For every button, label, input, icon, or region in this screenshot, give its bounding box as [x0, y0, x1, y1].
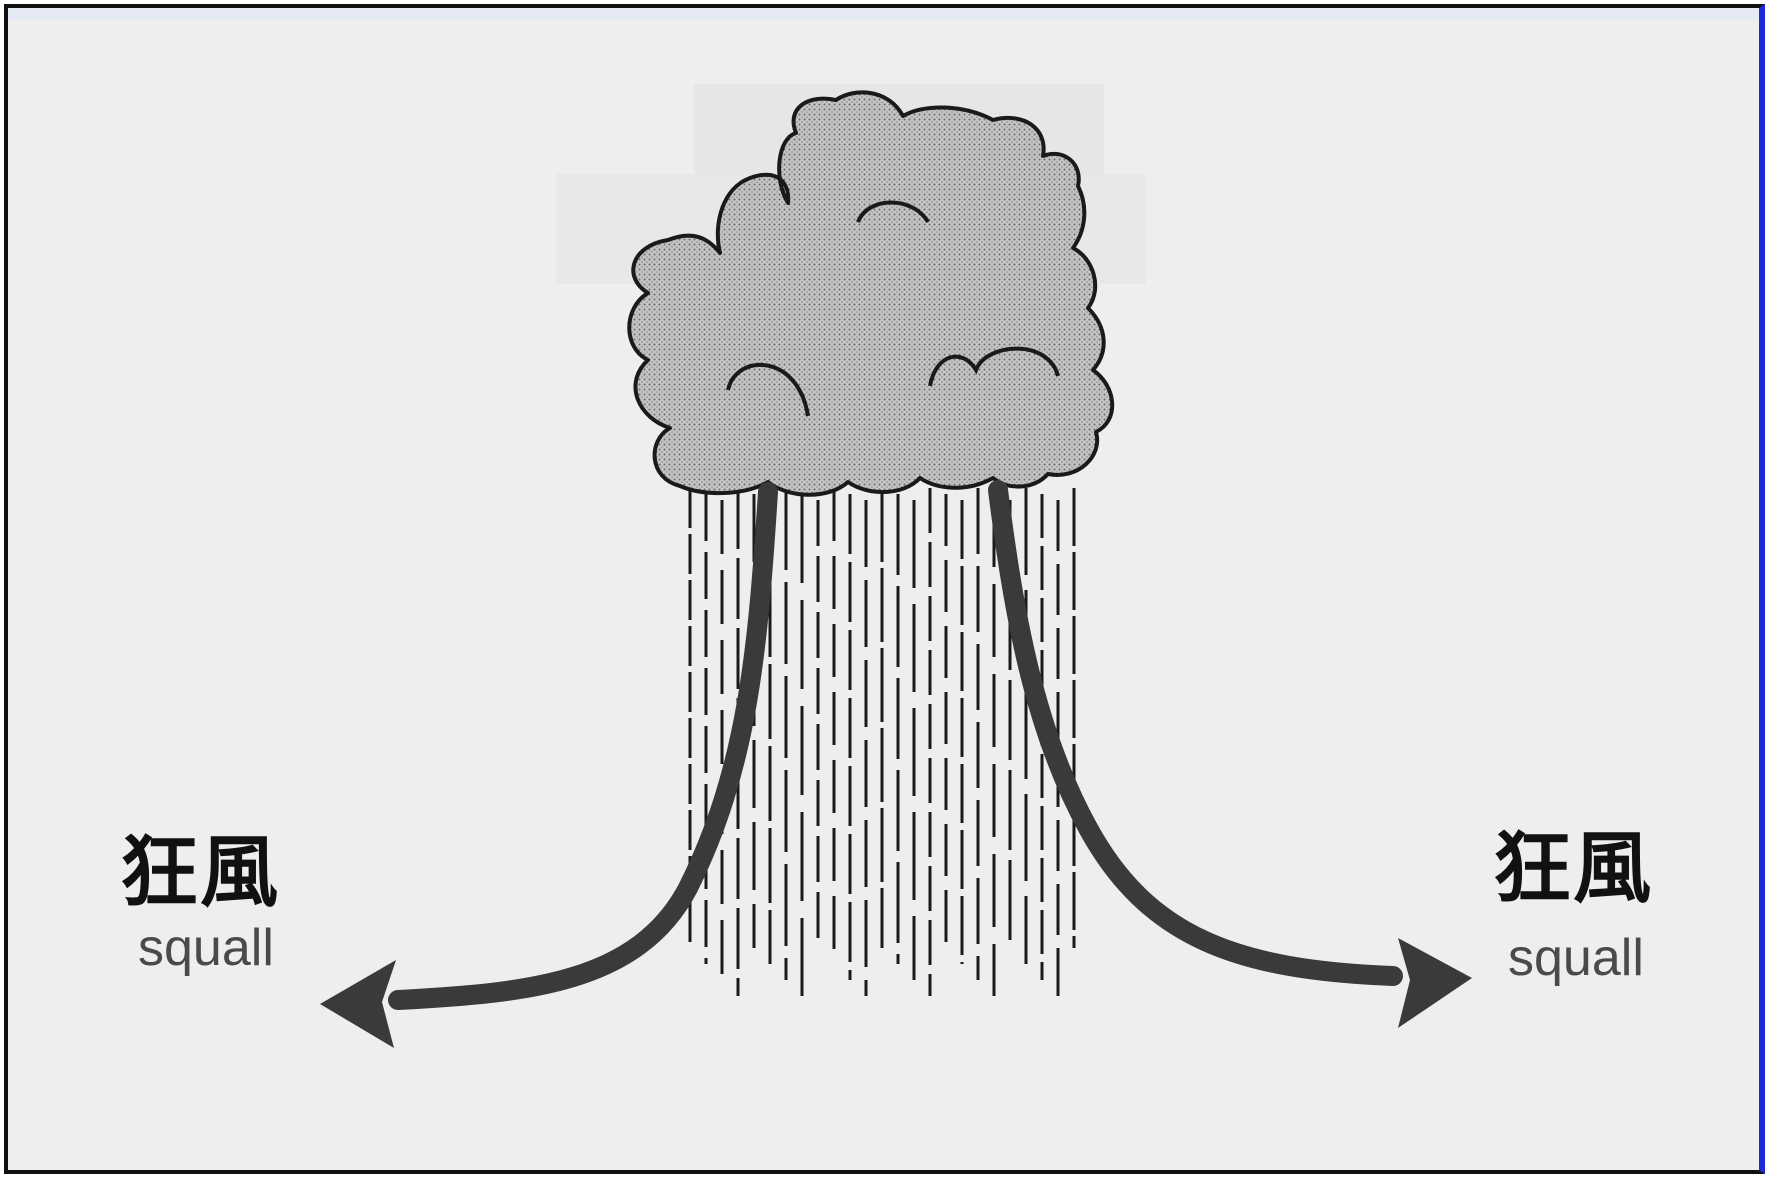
- left-arrowhead: [320, 960, 396, 1048]
- right-squall-label-cn: 狂風: [1493, 830, 1653, 908]
- left-squall-label-en: squall: [138, 922, 274, 974]
- left-squall-label-cn: 狂風: [120, 834, 280, 912]
- right-squall-label-en: squall: [1508, 932, 1644, 984]
- squall-diagram: [8, 8, 1765, 1174]
- right-arrowhead: [1398, 938, 1472, 1028]
- diagram-frame: 狂風 squall 狂風 squall: [4, 4, 1765, 1174]
- left-squall-arrow: [398, 492, 768, 1000]
